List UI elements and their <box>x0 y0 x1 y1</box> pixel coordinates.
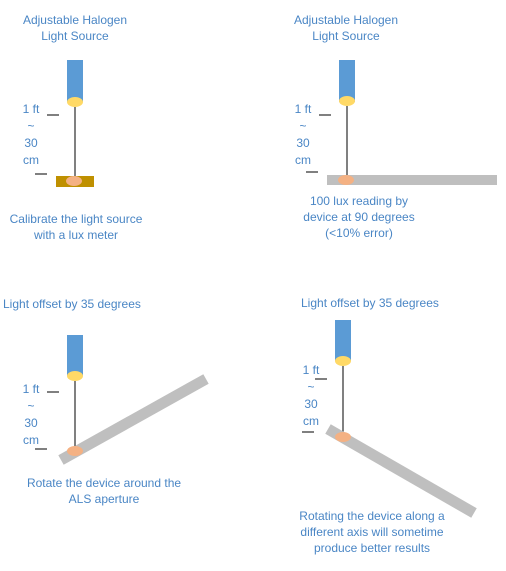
distance-unit-cm: cm <box>295 153 311 167</box>
panel-rotate-axis-art <box>302 320 477 518</box>
distance-value-ft: 1 ft <box>302 363 320 377</box>
caption-line: with a lux meter <box>33 228 119 242</box>
panel-rotate-aperture-title: Light offset by 35 degrees <box>3 297 141 311</box>
distance-label: 1 ft ~ 30 cm <box>286 101 320 169</box>
halogen-lamp <box>339 60 355 102</box>
lamp-bulb <box>335 356 351 366</box>
distance-label: 1 ft ~ 30 cm <box>14 381 48 449</box>
distance-approx: ~ <box>299 119 307 133</box>
device-flat <box>327 175 497 185</box>
device-tilted <box>58 374 209 465</box>
lamp-bulb <box>67 97 83 107</box>
panel-rotate-axis-title: Light offset by 35 degrees <box>301 296 439 310</box>
title-line: Light Source <box>41 29 109 43</box>
distance-approx: ~ <box>27 119 35 133</box>
caption-line: ALS aperture <box>68 492 140 506</box>
distance-label: 1 ft ~ 30 cm <box>294 362 328 430</box>
lamp-bulb <box>339 96 355 106</box>
distance-approx: ~ <box>27 399 35 413</box>
distance-label: 1 ft ~ 30 cm <box>14 101 48 169</box>
distance-value-ft: 1 ft <box>22 382 40 396</box>
caption-line: (<10% error) <box>325 226 393 240</box>
caption-line: different axis will sometime <box>300 525 444 539</box>
distance-approx: ~ <box>307 380 315 394</box>
lamp-bulb <box>67 371 83 381</box>
caption-line: produce better results <box>313 541 431 555</box>
distance-value-cm: 30 <box>304 397 318 411</box>
als-aperture <box>335 432 351 442</box>
title-line: Light Source <box>312 29 380 43</box>
caption-line: Rotating the device along a <box>299 509 445 523</box>
panel-calibrate-title: Adjustable Halogen Light Source <box>10 12 140 44</box>
halogen-lamp <box>335 320 351 361</box>
halogen-lamp <box>67 335 83 376</box>
panel-reading-title: Adjustable Halogen Light Source <box>281 12 411 44</box>
panel-rotate-aperture-caption: Rotate the device around the ALS apertur… <box>14 475 194 507</box>
halogen-lamp <box>67 60 83 102</box>
panel-rotate-aperture-art <box>35 335 209 465</box>
caption-line: 100 lux reading by <box>309 194 409 208</box>
title-line: Adjustable Halogen <box>22 13 128 27</box>
distance-value-cm: 30 <box>296 136 310 150</box>
als-aperture <box>338 175 354 185</box>
panel-rotate-axis-caption: Rotating the device along a different ax… <box>284 508 460 556</box>
panel-calibrate-caption: Calibrate the light source with a lux me… <box>0 211 152 243</box>
distance-value-ft: 1 ft <box>294 102 312 116</box>
distance-unit-cm: cm <box>23 153 39 167</box>
caption-line: Rotate the device around the <box>26 476 182 490</box>
caption-line: device at 90 degrees <box>303 210 415 224</box>
distance-value-cm: 30 <box>24 136 38 150</box>
lux-meter-sensor <box>66 176 82 186</box>
panel-reading-caption: 100 lux reading by device at 90 degrees … <box>291 193 427 241</box>
panel-reading-art <box>306 60 497 185</box>
panel-calibrate-art <box>35 60 94 187</box>
caption-line: Calibrate the light source <box>9 212 143 226</box>
distance-unit-cm: cm <box>23 433 39 447</box>
distance-value-cm: 30 <box>24 416 38 430</box>
als-aperture <box>67 446 83 456</box>
title-line: Adjustable Halogen <box>293 13 399 27</box>
distance-unit-cm: cm <box>303 414 319 428</box>
distance-value-ft: 1 ft <box>22 102 40 116</box>
device-tilted <box>325 424 477 518</box>
